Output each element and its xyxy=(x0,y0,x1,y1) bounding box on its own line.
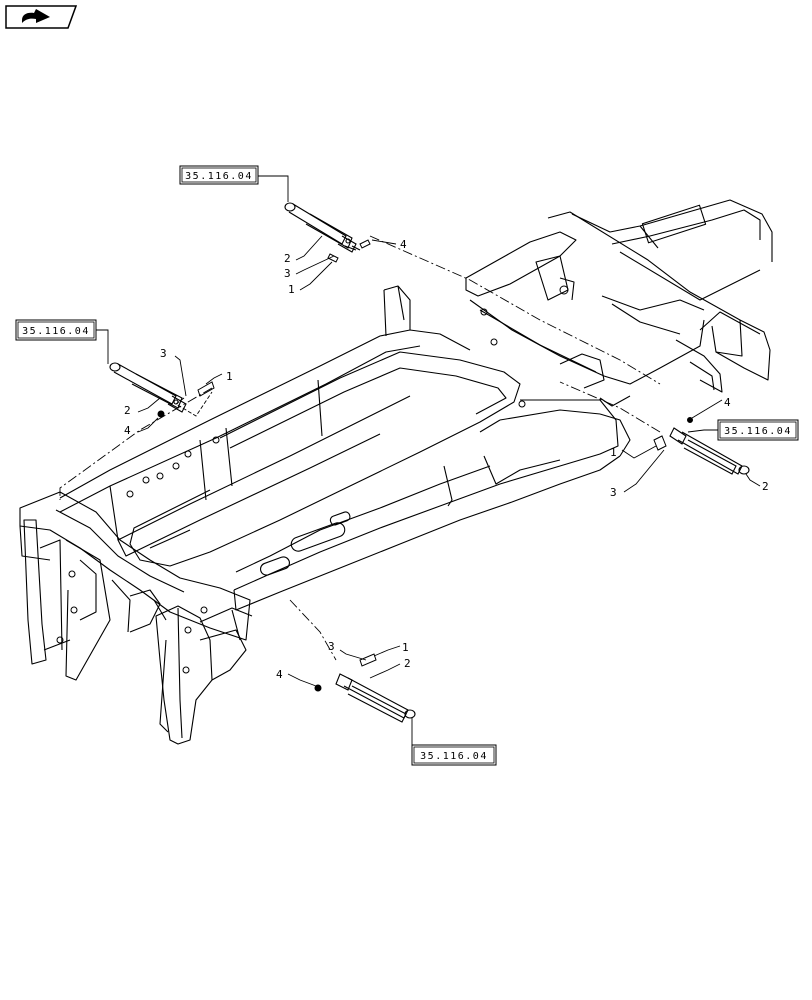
callout-left-d: 4 xyxy=(124,424,131,437)
callout-leaders xyxy=(107,175,761,755)
ref-box-right[interactable]: 35.116.04 xyxy=(717,419,799,441)
frame-holes xyxy=(56,285,569,674)
cylinder-left-hardware xyxy=(157,381,215,418)
ref-box-left[interactable]: 35.116.04 xyxy=(15,319,109,345)
ref-label-bottom: 35.116.04 xyxy=(420,751,488,762)
callouts-right: 4 1 3 2 xyxy=(610,396,769,499)
callout-right-b: 1 xyxy=(610,446,617,459)
callout-left-c: 2 xyxy=(124,404,131,417)
callout-bottom-a: 3 xyxy=(328,640,335,653)
callout-bottom-b: 1 xyxy=(402,641,409,654)
center-lines xyxy=(59,235,661,661)
callout-top-c: 1 xyxy=(288,283,295,296)
cylinder-top-hardware xyxy=(327,239,371,263)
callout-top-b: 3 xyxy=(284,267,291,280)
callout-top-d: 4 xyxy=(400,238,407,251)
ref-box-top[interactable]: 35.116.04 xyxy=(179,165,259,185)
callout-left-a: 3 xyxy=(160,347,167,360)
callout-right-d: 2 xyxy=(762,480,769,493)
cylinder-top[interactable] xyxy=(284,202,361,253)
ref-label-left: 35.116.04 xyxy=(22,326,90,337)
cylinder-left[interactable] xyxy=(109,362,187,413)
callout-right-c: 3 xyxy=(610,486,617,499)
ref-box-bottom[interactable]: 35.116.04 xyxy=(411,744,497,766)
chassis-frame xyxy=(19,199,773,745)
callouts-bottom: 3 1 2 4 xyxy=(276,640,411,681)
callout-bottom-c: 2 xyxy=(404,657,411,670)
cylinder-right[interactable] xyxy=(669,427,750,475)
next-page-arrow-icon xyxy=(5,5,78,29)
cylinder-bottom[interactable] xyxy=(335,673,416,723)
cylinder-bottom-hardware xyxy=(314,653,377,692)
callouts-left: 3 1 2 4 xyxy=(124,347,233,437)
ref-label-top: 35.116.04 xyxy=(185,171,253,182)
leader-lines xyxy=(175,391,213,417)
callouts-top: 2 3 1 4 xyxy=(284,238,407,296)
callout-top-a: 2 xyxy=(284,252,291,265)
callout-bottom-d: 4 xyxy=(276,668,283,681)
ref-label-right: 35.116.04 xyxy=(724,426,792,437)
next-page-button[interactable] xyxy=(4,4,78,30)
callout-left-b: 1 xyxy=(226,370,233,383)
cylinder-right-hardware xyxy=(653,417,693,451)
callout-right-a: 4 xyxy=(724,396,731,409)
